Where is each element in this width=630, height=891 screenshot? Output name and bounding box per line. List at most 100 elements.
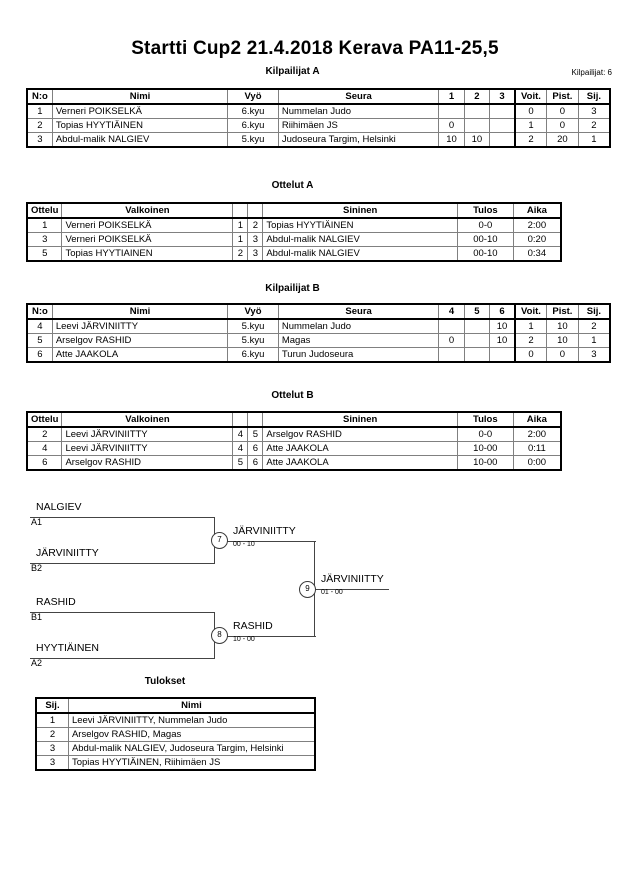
- col-white-no: [232, 411, 249, 428]
- bracket-match-node-8[interactable]: 8: [211, 627, 228, 644]
- bracket-slot-line: [30, 517, 215, 518]
- bracket-entrant-name: HYYTIÄINEN: [36, 642, 100, 654]
- cell-m3: [489, 118, 516, 133]
- col-sij: Sij.: [577, 88, 611, 105]
- table-header-row: Ottelu Valkoinen Sininen Tulos Aika: [26, 202, 562, 219]
- col-white-no: [232, 202, 249, 219]
- cell-aika: 0:00: [512, 455, 562, 471]
- table-row: 3 Topias HYYTIÄINEN, Riihimäen JS: [35, 755, 316, 771]
- col-seura: Seura: [277, 88, 440, 105]
- col-aika: Aika: [512, 411, 562, 428]
- cell-m5: [463, 347, 491, 363]
- bracket-match-node-7[interactable]: 7: [211, 532, 228, 549]
- cell-voit: 1: [513, 118, 548, 133]
- cell-valkoinen: Leevi JÄRVINIITTY: [61, 441, 234, 456]
- elimination-bracket: NALGIEV A1 JÄRVINIITTY B2 7 JÄRVINIITTY …: [0, 490, 630, 680]
- table-row: 1 Verneri POIKSELKÄ 1 2 Topias HYYTIÄINE…: [26, 217, 562, 233]
- cell-sij: 2: [577, 318, 611, 334]
- cell-valkoinen: Arselgov RASHID: [61, 455, 234, 471]
- col-ottelu: Ottelu: [26, 202, 63, 219]
- cell-nimi: Topias HYYTIÄINEN: [51, 118, 229, 133]
- col-pist: Pist.: [546, 303, 579, 320]
- caption-results: Tulokset: [144, 676, 186, 687]
- cell-sininen: Atte JAAKOLA: [262, 441, 458, 456]
- cell-no: 6: [26, 347, 53, 363]
- table-row: 3 Abdul-malik NALGIEV 5.kyu Judoseura Ta…: [26, 132, 611, 148]
- bracket-slot-line: [30, 658, 215, 659]
- cell-ottelu: 4: [26, 441, 63, 456]
- cell-white-no: 2: [232, 246, 249, 262]
- cell-seura: Turun Judoseura: [277, 347, 440, 363]
- cell-blue-no: 3: [247, 246, 264, 262]
- table-header-row: N:o Nimi Vyö Seura 1 2 3 Voit. Pist. Sij…: [26, 88, 611, 105]
- table-header-row: Ottelu Valkoinen Sininen Tulos Aika: [26, 411, 562, 428]
- bracket-match-node-9[interactable]: 9: [299, 581, 316, 598]
- cell-nimi: Leevi JÄRVINIITTY: [51, 318, 229, 334]
- cell-voit: 2: [513, 333, 548, 348]
- cell-no: 4: [26, 318, 53, 334]
- cell-white-no: 5: [232, 455, 249, 471]
- cell-pist: 0: [546, 118, 579, 133]
- table-row: 2 Arselgov RASHID, Magas: [35, 727, 316, 742]
- cell-ottelu: 2: [26, 426, 63, 442]
- bracket-entrant-name: RASHID: [36, 596, 76, 608]
- col-vyo: Vyö: [227, 88, 279, 105]
- table-row: 6 Arselgov RASHID 5 6 Atte JAAKOLA 10-00…: [26, 455, 562, 471]
- cell-voit: 1: [513, 318, 548, 334]
- cell-valkoinen: Verneri POIKSELKÄ: [61, 217, 234, 233]
- cell-white-no: 1: [232, 232, 249, 247]
- cell-nimi: Leevi JÄRVINIITTY, Nummelan Judo: [67, 712, 316, 728]
- cell-sininen: Atte JAAKOLA: [262, 455, 458, 471]
- cell-ottelu: 5: [26, 246, 63, 262]
- cell-vyo: 6.kyu: [227, 118, 279, 133]
- cell-m5: [463, 333, 491, 348]
- cell-m4: [438, 347, 465, 363]
- table-results: Sij. Nimi 1 Leevi JÄRVINIITTY, Nummelan …: [35, 697, 316, 771]
- bracket-semifinal-winner: JÄRVINIITTY: [233, 525, 296, 537]
- table-row: 3 Abdul-malik NALGIEV, Judoseura Targim,…: [35, 741, 316, 756]
- cell-seura: Judoseura Targim, Helsinki: [277, 132, 440, 148]
- bracket-final-winner: JÄRVINIITTY: [321, 573, 384, 585]
- cell-aika: 0:11: [512, 441, 562, 456]
- cell-nimi: Atte JAAKOLA: [51, 347, 229, 363]
- table-row: 4 Leevi JÄRVINIITTY 5.kyu Nummelan Judo …: [26, 318, 611, 334]
- col-sij: Sij.: [35, 697, 69, 714]
- cell-m3: [489, 132, 516, 148]
- cell-vyo: 5.kyu: [227, 318, 279, 334]
- bracket-final-score: 01 - 00: [321, 589, 343, 596]
- cell-nimi: Abdul-malik NALGIEV, Judoseura Targim, H…: [67, 741, 316, 756]
- cell-sij: 2: [577, 118, 611, 133]
- col-sij: Sij.: [577, 303, 611, 320]
- cell-seura: Magas: [277, 333, 440, 348]
- col-voit: Voit.: [513, 303, 548, 320]
- cell-nimi: Abdul-malik NALGIEV: [51, 132, 229, 148]
- cell-nimi: Arselgov RASHID: [51, 333, 229, 348]
- cell-vyo: 6.kyu: [227, 103, 279, 119]
- cell-seura: Nummelan Judo: [277, 318, 440, 334]
- table-row: 1 Verneri POIKSELKÄ 6.kyu Nummelan Judo …: [26, 103, 611, 119]
- cell-m2: 10: [463, 132, 491, 148]
- cell-sininen: Topias HYYTIÄINEN: [262, 217, 459, 233]
- col-tulos: Tulos: [457, 202, 514, 219]
- cell-blue-no: 6: [247, 455, 264, 471]
- cell-nimi: Verneri POIKSELKÄ: [51, 103, 229, 119]
- cell-sij: 3: [577, 347, 611, 363]
- cell-white-no: 4: [232, 426, 249, 442]
- table-row: 5 Arselgov RASHID 5.kyu Magas 0 10 2 10 …: [26, 333, 611, 348]
- col-ottelu: Ottelu: [26, 411, 63, 428]
- bracket-semifinal-score: 00 - 10: [233, 541, 255, 548]
- cell-m1: [438, 103, 465, 119]
- cell-m3: [489, 103, 516, 119]
- table-row: 4 Leevi JÄRVINIITTY 4 6 Atte JAAKOLA 10-…: [26, 441, 562, 456]
- cell-aika: 0:34: [512, 246, 562, 262]
- table-matches-b: Ottelu Valkoinen Sininen Tulos Aika 2 Le…: [26, 411, 562, 471]
- cell-m5: [463, 318, 491, 334]
- cell-nimi: Arselgov RASHID, Magas: [67, 727, 316, 742]
- cell-sininen: Arselgov RASHID: [262, 426, 458, 442]
- bracket-entrant-seed: B1: [31, 612, 43, 622]
- cell-nimi: Topias HYYTIÄINEN, Riihimäen JS: [67, 755, 316, 771]
- bracket-entrant-seed: A1: [31, 517, 43, 527]
- cell-sininen: Abdul-malik NALGIEV: [262, 246, 459, 262]
- cell-pist: 20: [546, 132, 579, 148]
- cell-sij: 3: [577, 103, 611, 119]
